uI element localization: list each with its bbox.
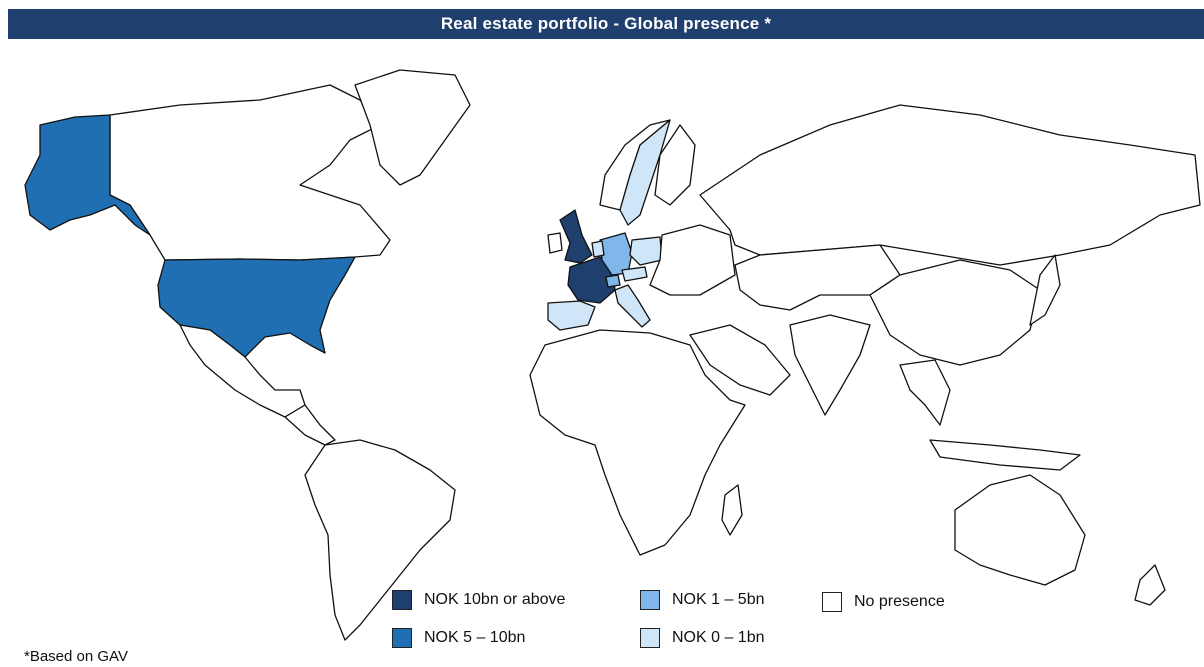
legend-label: NOK 5 – 10bn xyxy=(424,629,526,646)
madagascar-shape xyxy=(721,484,743,536)
uk-shape xyxy=(559,209,593,264)
legend-swatch xyxy=(392,590,412,610)
australia-shape xyxy=(954,474,1086,586)
page-title: Real estate portfolio - Global presence … xyxy=(440,14,772,33)
central-america-shape xyxy=(284,404,336,446)
india-shape xyxy=(789,314,871,416)
austria-shape xyxy=(621,266,648,282)
title-bar: Real estate portfolio - Global presence … xyxy=(8,9,1204,39)
eastern-europe-shape xyxy=(649,224,736,296)
legend-item-5-10bn: NOK 5 – 10bn xyxy=(392,628,525,648)
greenland-shape xyxy=(354,69,471,186)
china-shape xyxy=(869,259,1041,366)
finland-shape xyxy=(654,124,696,206)
ireland-shape xyxy=(547,232,563,254)
legend-item-10bn: NOK 10bn or above xyxy=(392,590,565,610)
russia-shape xyxy=(699,104,1201,266)
southeast-asia-shape xyxy=(899,359,951,426)
legend-label: NOK 1 – 5bn xyxy=(672,591,765,608)
usa-shape xyxy=(157,256,356,358)
world-map xyxy=(24,69,1201,641)
legend-label: NOK 10bn or above xyxy=(424,591,566,608)
africa-shape xyxy=(529,329,746,556)
new-zealand-shape xyxy=(1134,564,1166,606)
legend-label: No presence xyxy=(854,593,945,610)
legend-swatch xyxy=(640,590,660,610)
alaska-shape xyxy=(24,114,151,236)
switzerland-shape xyxy=(605,274,621,288)
spain-shape xyxy=(547,300,596,331)
canada-shape xyxy=(109,84,391,261)
mexico-shape xyxy=(179,324,306,418)
middle-east-shape xyxy=(689,324,791,396)
netherlands-shape xyxy=(591,240,605,258)
legend-item-0-1bn: NOK 0 – 1bn xyxy=(640,628,765,648)
south-america-shape xyxy=(304,439,456,641)
legend-swatch xyxy=(640,628,660,648)
legend-item-no-presence: No presence xyxy=(822,592,945,612)
legend-label: NOK 0 – 1bn xyxy=(672,629,765,646)
legend-swatch xyxy=(392,628,412,648)
legend-swatch xyxy=(822,592,842,612)
indonesia-shape xyxy=(929,439,1081,471)
footnote: *Based on GAV xyxy=(24,648,128,665)
poland-shape xyxy=(629,236,663,266)
italy-shape xyxy=(614,284,651,328)
japan-shape xyxy=(1029,254,1061,326)
legend-item-1-5bn: NOK 1 – 5bn xyxy=(640,590,765,610)
